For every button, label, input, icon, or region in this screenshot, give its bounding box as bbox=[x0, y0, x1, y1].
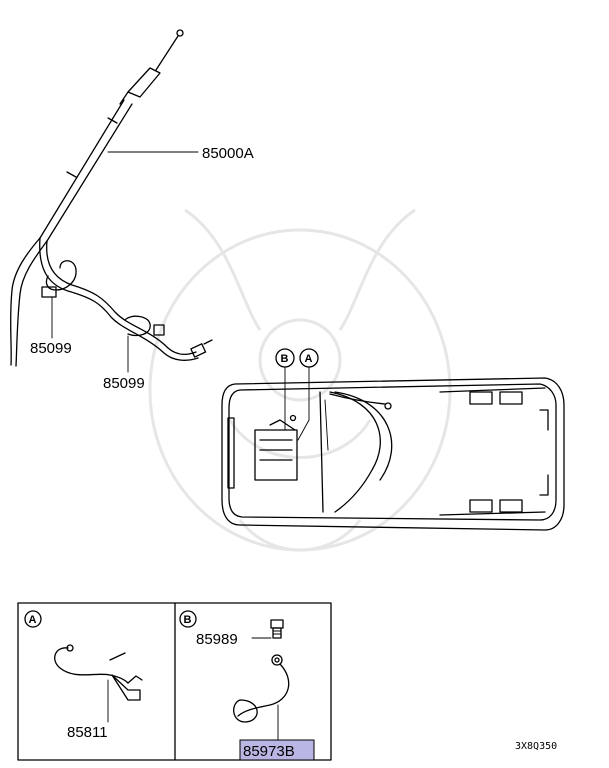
marker-a: A bbox=[305, 353, 313, 365]
diagram-code: 3X8Q350 bbox=[515, 741, 557, 752]
vehicle-top-view bbox=[221, 377, 565, 531]
watermark-crest bbox=[148, 208, 452, 552]
detail-b-bolt bbox=[270, 619, 284, 639]
callout-clip-lower: 85099 bbox=[103, 375, 145, 392]
detail-a-marker: A bbox=[29, 614, 37, 626]
callout-detail-b-strap: 85973B bbox=[243, 743, 295, 760]
callout-antenna-cable: 85000A bbox=[202, 145, 254, 162]
antenna-assembly bbox=[9, 29, 213, 367]
callout-detail-b-bolt: 85989 bbox=[196, 631, 238, 648]
callout-clip-upper: 85099 bbox=[30, 340, 72, 357]
detail-b-strap bbox=[233, 654, 290, 723]
detail-b-marker: B bbox=[184, 614, 192, 626]
highlight-box bbox=[239, 739, 315, 761]
detail-a-cable bbox=[54, 644, 143, 701]
callout-detail-a-part: 85811 bbox=[67, 724, 108, 741]
marker-b: B bbox=[281, 353, 289, 365]
